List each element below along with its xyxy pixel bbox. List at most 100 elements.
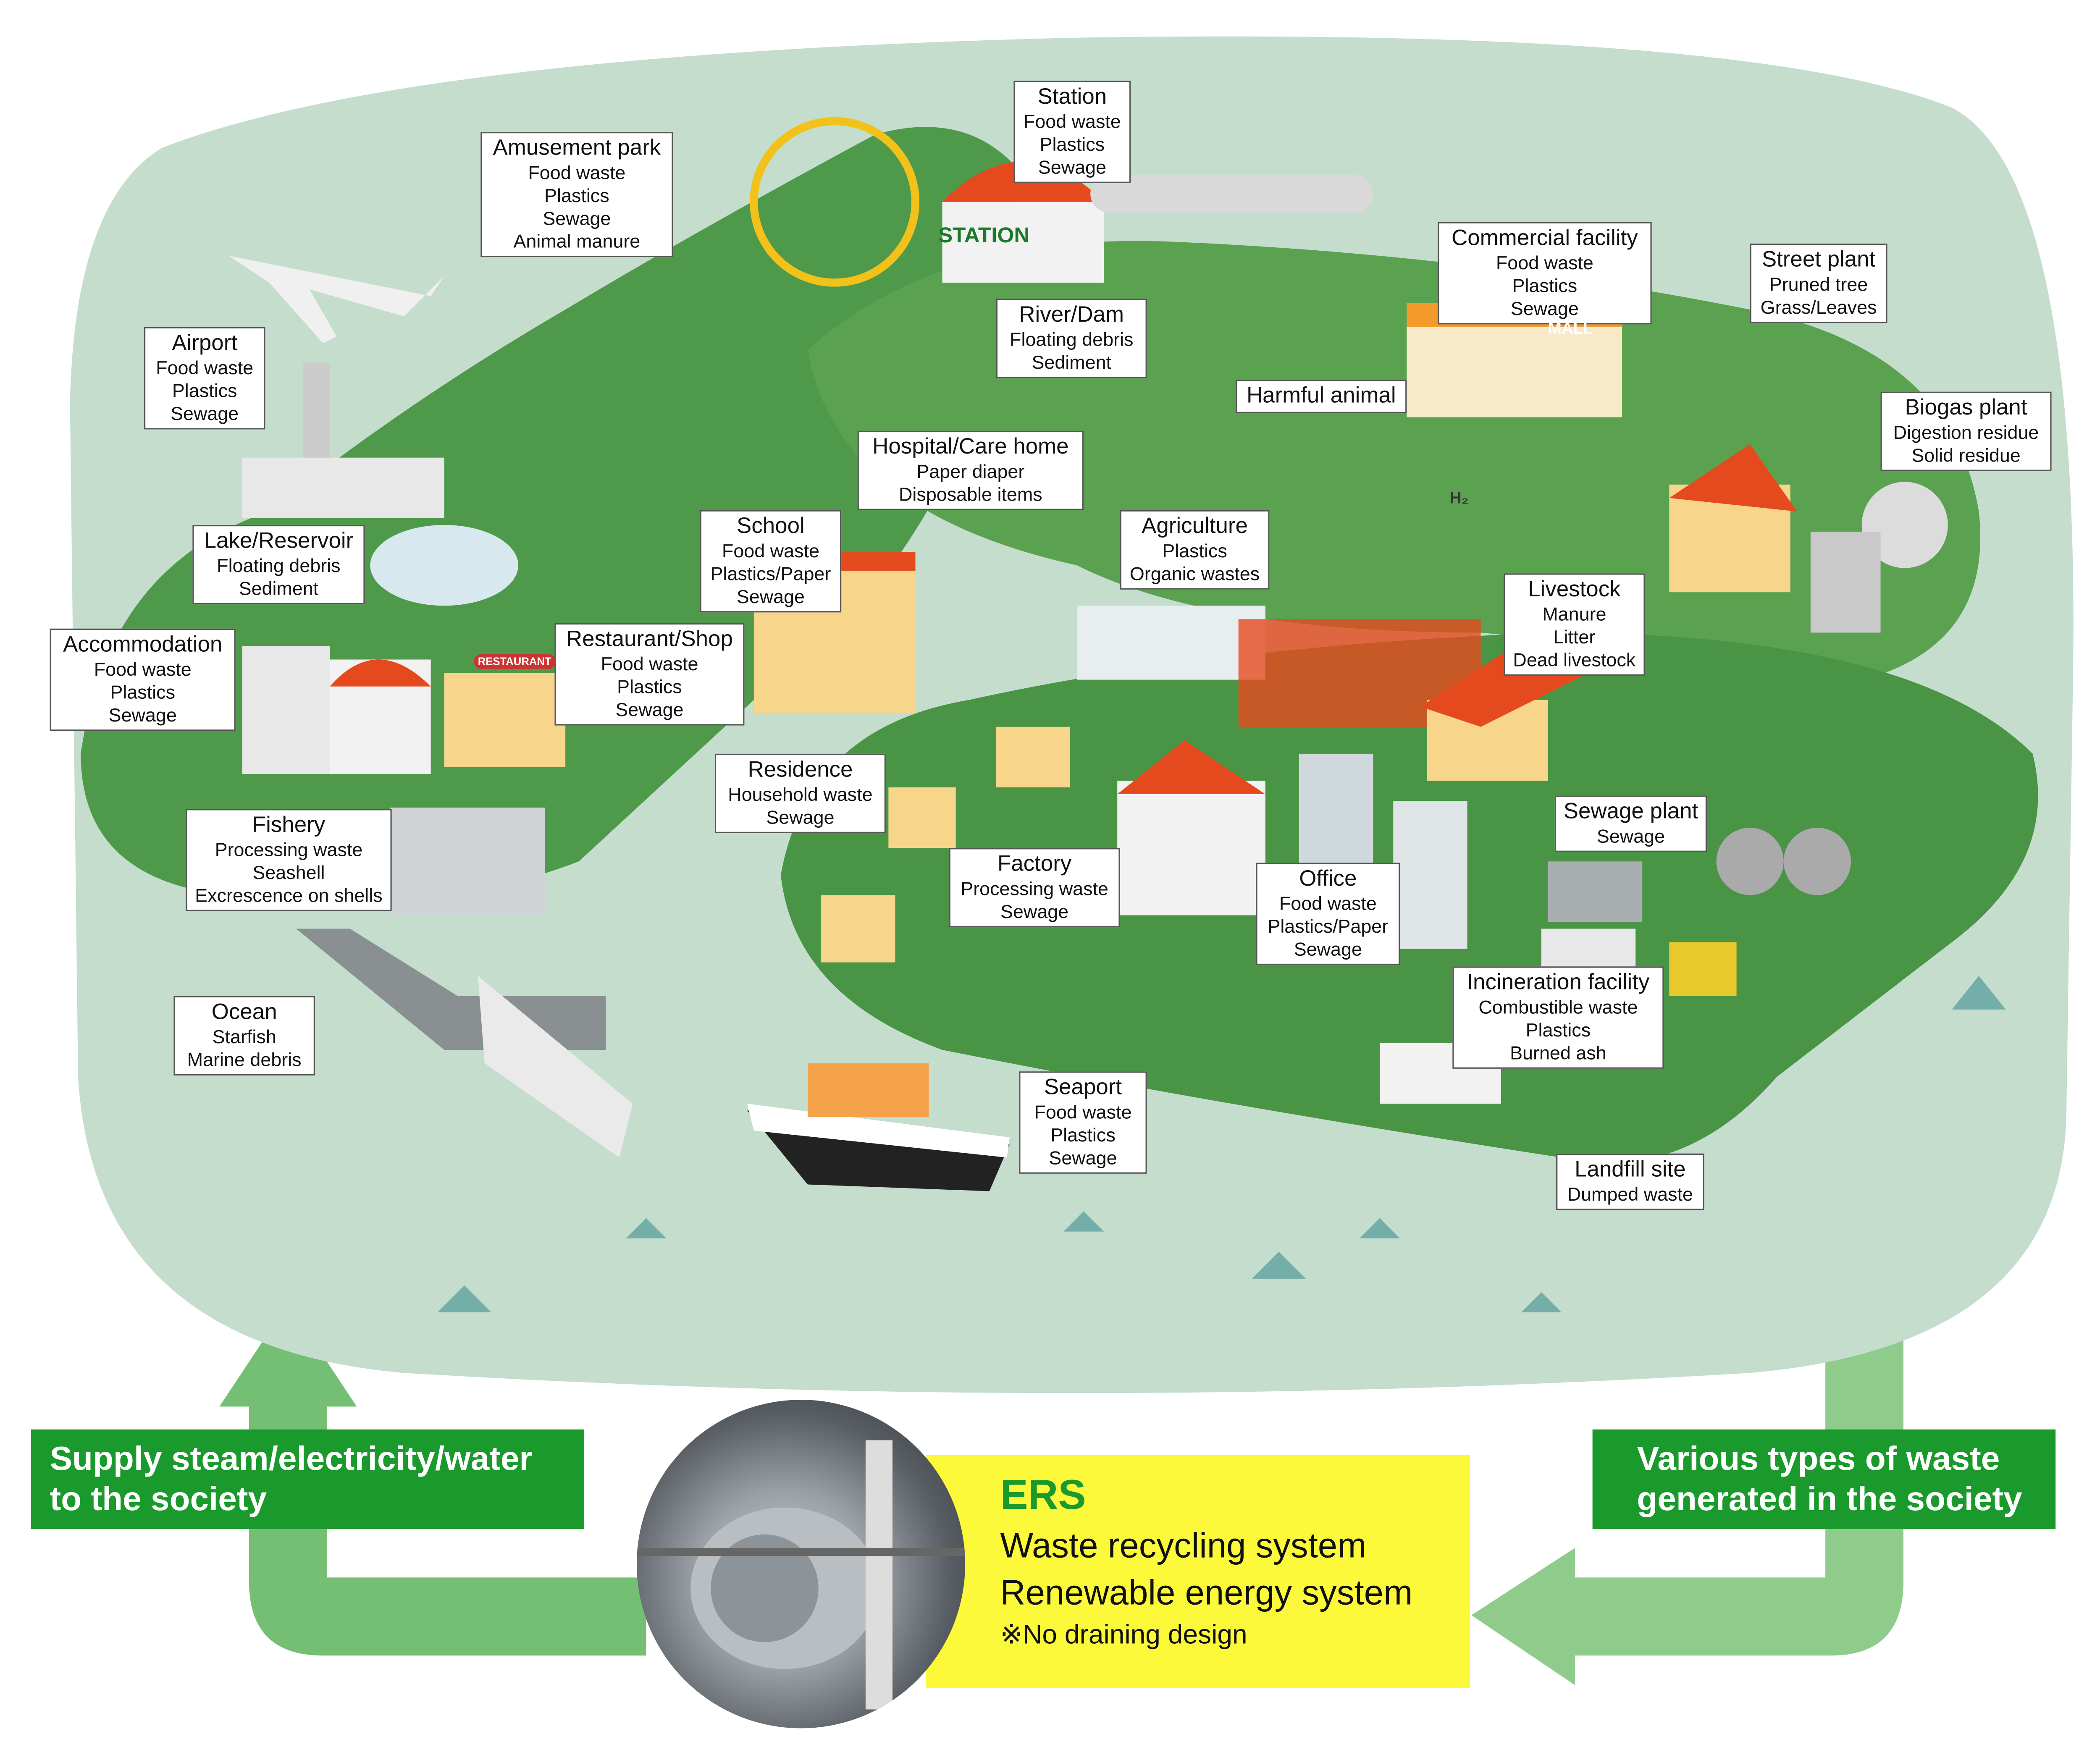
h2-sign: H₂ — [1449, 488, 1469, 508]
label-waste-item: Disposable items — [899, 483, 1042, 505]
ers-line2: Renewable energy system — [1000, 1572, 1413, 1613]
label-waste-item: Food waste — [1496, 252, 1593, 273]
label-waste-item: Grass/Leaves — [1760, 296, 1877, 318]
label-title: School — [737, 514, 805, 539]
label-waste-item: Sewage — [171, 402, 239, 424]
label-waste-item: Household waste — [728, 783, 873, 805]
label-title: Airport — [172, 331, 238, 356]
label-waste-item: Pruned tree — [1769, 273, 1868, 295]
ers-equipment-photo — [637, 1400, 966, 1729]
label-waste-item: Plastics — [1512, 274, 1578, 296]
label-waste-item: Processing waste — [961, 877, 1108, 900]
label-waste-item: Sewage — [736, 585, 805, 607]
label-waste-item: Plastics — [1525, 1019, 1591, 1041]
label-waste-item: Combustible waste — [1478, 996, 1638, 1018]
label-waste-item: Sewage — [108, 704, 177, 726]
label-title: Restaurant/Shop — [566, 627, 733, 652]
label-title: Station — [1037, 84, 1107, 109]
supply-arrow — [219, 1303, 646, 1656]
supply-line2: to the society — [50, 1480, 267, 1519]
label-waste-item: Sediment — [1032, 351, 1112, 373]
label-waste-item: Plastics — [172, 379, 237, 401]
waste-box: Various types of waste generated in the … — [1592, 1429, 2056, 1529]
waste-line2: generated in the society — [1637, 1480, 2022, 1519]
label-waste-item: Food waste — [1279, 892, 1377, 914]
label-title: Harmful animal — [1246, 383, 1396, 408]
label-waste-item: Plastics/Paper — [1268, 915, 1389, 937]
label-waste-item: Plastics — [617, 675, 682, 698]
label-waste-item: Food waste — [94, 658, 192, 680]
label-waste-item: Digestion residue — [1893, 421, 2039, 443]
restaurant-sign: RESTAURANT — [474, 654, 556, 669]
label-waste-item: Animal manure — [513, 230, 640, 252]
label-waste-item: Organic wastes — [1129, 562, 1260, 585]
label-title: Sewage plant — [1563, 799, 1698, 824]
label-waste-item: Food waste — [601, 653, 698, 674]
label-waste-item: Floating debris — [217, 554, 341, 576]
label-title: Seaport — [1044, 1075, 1122, 1100]
label-waste-item: Burned ash — [1510, 1041, 1606, 1064]
label-waste-item: Floating debris — [1010, 328, 1134, 350]
label-waste-item: Seashell — [252, 861, 325, 883]
label-title: Hospital/Care home — [872, 435, 1069, 459]
label-waste-item: Starfish — [212, 1026, 276, 1047]
label-waste-item: Sewage — [1038, 156, 1106, 178]
label-waste-item: Marine debris — [187, 1048, 302, 1070]
label-waste-item: Food waste — [156, 357, 254, 378]
label-title: Ocean — [211, 1000, 277, 1025]
label-title: Incineration facility — [1467, 970, 1650, 995]
label-title: Commercial facility — [1451, 226, 1638, 251]
label-waste-item: Sewage — [615, 698, 684, 720]
label-title: Fishery — [252, 813, 326, 837]
label-waste-item: Plastics/Paper — [710, 562, 831, 585]
label-waste-item: Litter — [1553, 626, 1596, 648]
station-sign: STATION — [938, 225, 1030, 248]
label-waste-item: Solid residue — [1911, 444, 2021, 466]
label-title: Residence — [748, 758, 853, 782]
label-harmful-animal: Harmful animal — [1236, 379, 1407, 413]
label-waste-item: Sewage — [1596, 825, 1665, 847]
label-waste-item: Sewage — [1294, 938, 1362, 960]
label-waste-item: Food waste — [528, 161, 626, 183]
label-waste-item: Sewage — [543, 207, 611, 229]
label-waste-item: Plastics — [110, 681, 176, 703]
label-title: Lake/Reservoir — [204, 529, 354, 553]
label-title: Agriculture — [1142, 514, 1248, 539]
label-waste-item: Sewage — [1049, 1146, 1117, 1169]
label-title: Office — [1299, 867, 1357, 891]
label-title: Livestock — [1528, 577, 1621, 602]
label-waste-item: Paper diaper — [916, 460, 1025, 482]
ers-note: ※No draining design — [1000, 1620, 1247, 1650]
ers-line1: Waste recycling system — [1000, 1525, 1367, 1566]
fishing-boat — [478, 976, 633, 1158]
label-waste-item: Dead livestock — [1513, 648, 1636, 671]
label-waste-item: Plastics — [544, 184, 609, 206]
label-waste-item: Food waste — [1023, 110, 1121, 132]
label-waste-item: Manure — [1542, 603, 1606, 625]
label-title: Landfill site — [1575, 1157, 1686, 1182]
label-waste-item: Plastics — [1162, 540, 1227, 561]
ers-title: ERS — [1000, 1471, 1086, 1519]
label-title: Biogas plant — [1905, 396, 2027, 420]
